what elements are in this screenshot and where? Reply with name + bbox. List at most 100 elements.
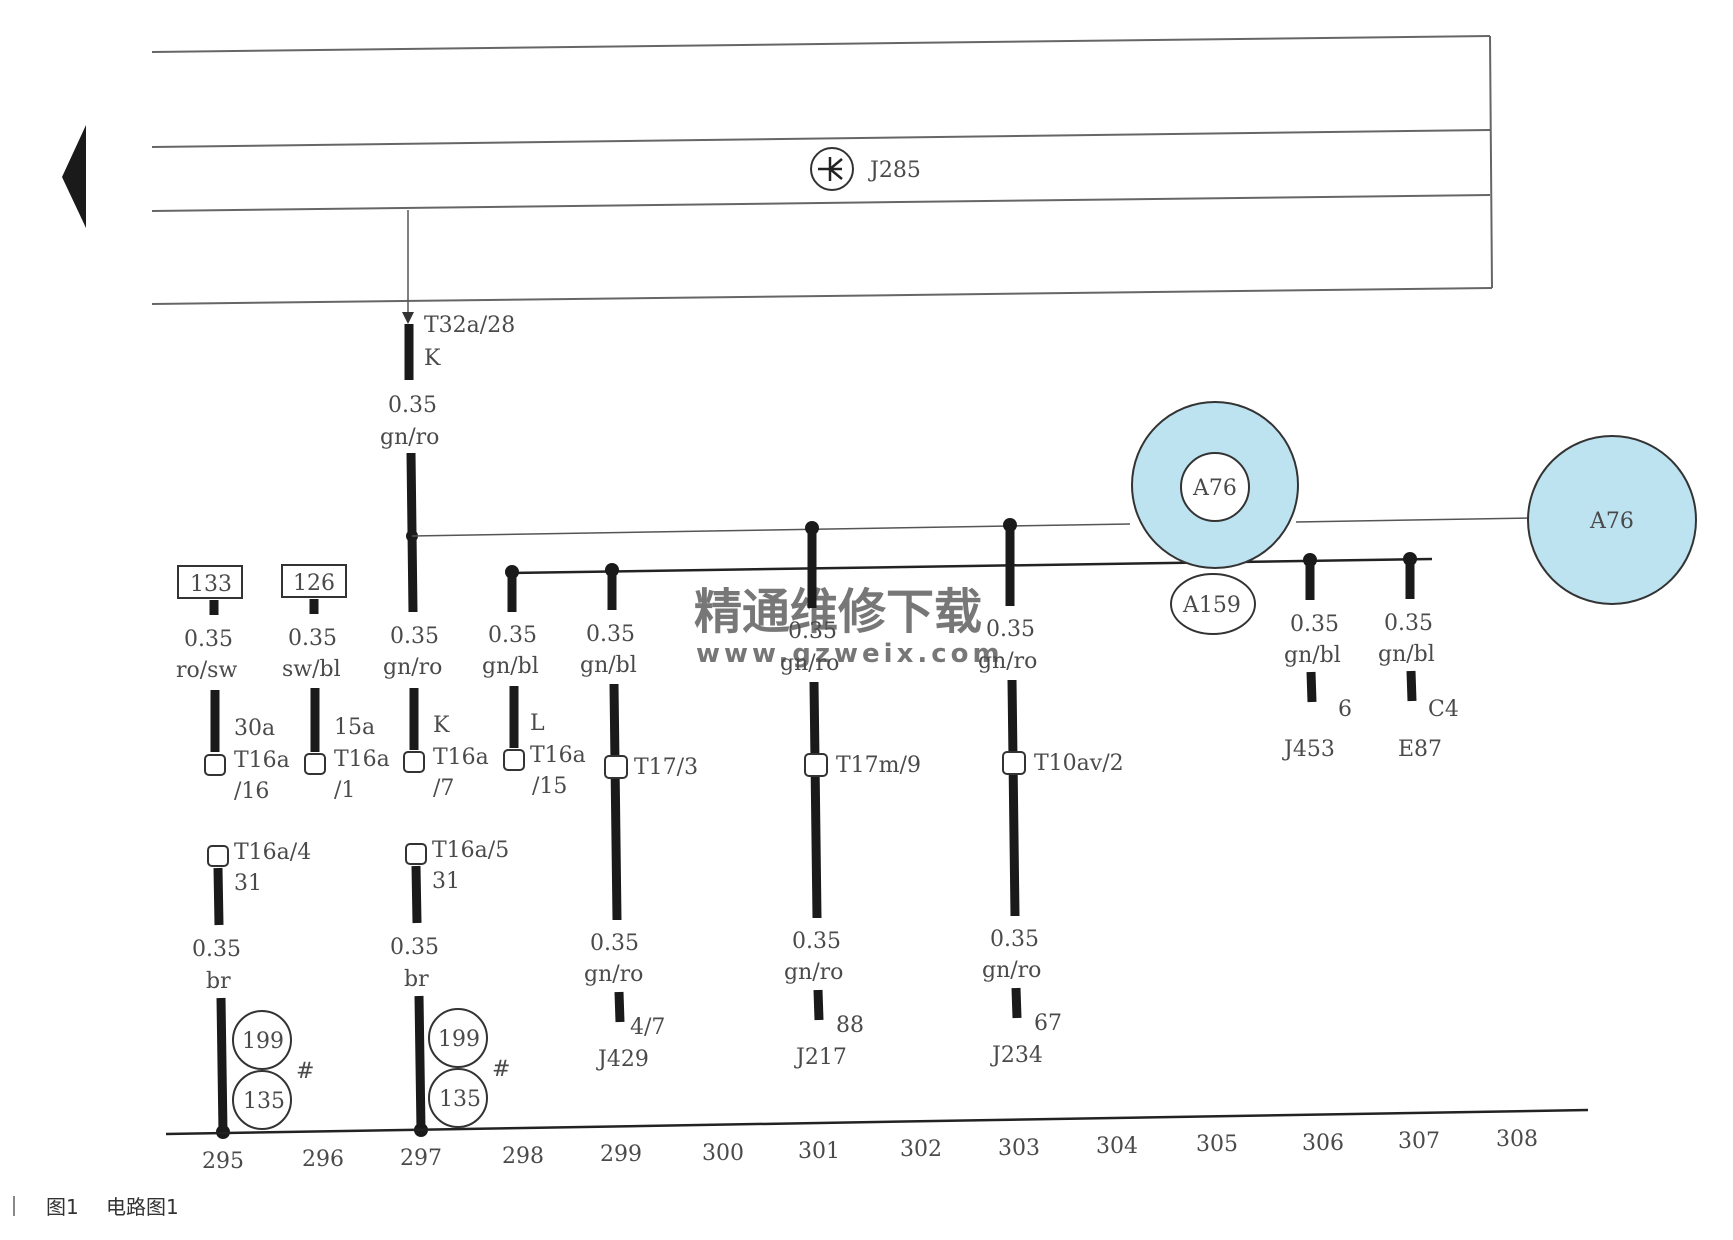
svg-text:/15: /15 (532, 774, 567, 799)
svg-text:298: 298 (502, 1144, 544, 1169)
svg-text:gn/ro: gn/ro (978, 649, 1037, 674)
svg-text:J234: J234 (990, 1043, 1043, 1068)
svg-text:C4: C4 (1428, 697, 1459, 722)
svg-text:31: 31 (432, 869, 460, 894)
svg-text:308: 308 (1496, 1127, 1538, 1152)
svg-text:15a: 15a (334, 715, 375, 740)
svg-text:L: L (530, 711, 545, 736)
svg-text:307: 307 (1398, 1129, 1440, 1154)
svg-text:0.35: 0.35 (586, 622, 635, 647)
svg-text:E87: E87 (1398, 737, 1442, 762)
svg-text:br: br (206, 969, 231, 994)
bus-lines (411, 517, 1531, 579)
svg-text:#: # (296, 1059, 314, 1084)
svg-text:gn/bl: gn/bl (482, 654, 539, 679)
svg-text:135: 135 (243, 1089, 285, 1114)
svg-text:gn/ro: gn/ro (784, 960, 843, 985)
splice-label: A159 (1182, 593, 1241, 618)
wire-297-top: 0.35 gn/ro K T16a /7 (383, 624, 489, 801)
svg-text:0.35: 0.35 (986, 617, 1035, 642)
svg-text:ro/sw: ro/sw (176, 658, 237, 683)
svg-text:T16a/5: T16a/5 (432, 838, 509, 863)
svg-text:/16: /16 (234, 779, 269, 804)
svg-text:302: 302 (900, 1137, 942, 1162)
wire-298-top: 0.35 gn/bl L T16a /15 (482, 572, 586, 799)
fuse-box-133: 133 (177, 565, 243, 615)
svg-text:0.35: 0.35 (488, 623, 537, 648)
svg-text:T16a/4: T16a/4 (234, 840, 311, 865)
svg-text:gn/ro: gn/ro (780, 651, 839, 676)
svg-text:J217: J217 (794, 1045, 847, 1070)
splice-a76-right: A76 (1527, 435, 1697, 605)
svg-text:sw/bl: sw/bl (282, 657, 341, 682)
svg-text:/7: /7 (433, 776, 454, 801)
svg-text:199: 199 (438, 1027, 480, 1052)
svg-text:gn/ro: gn/ro (584, 962, 643, 987)
svg-text:0.35: 0.35 (390, 935, 439, 960)
svg-text:296: 296 (302, 1147, 344, 1172)
wire-303: 0.35 gn/ro T10av/2 0.35 gn/ro 67 J234 (978, 525, 1124, 1068)
svg-text:0.35: 0.35 (390, 624, 439, 649)
caption-fig: 图1 (46, 1195, 79, 1219)
svg-text:0.35: 0.35 (192, 937, 241, 962)
term-label: K (424, 346, 441, 371)
column-numbers: 295 296 297 298 299 300 301 302 303 304 … (202, 1127, 1538, 1174)
svg-text:305: 305 (1196, 1132, 1238, 1157)
svg-text:T16a: T16a (530, 743, 586, 768)
svg-text:T17/3: T17/3 (634, 755, 698, 780)
svg-text:#: # (492, 1057, 510, 1082)
svg-text:135: 135 (439, 1087, 481, 1112)
svg-text:gn/ro: gn/ro (982, 958, 1041, 983)
svg-text:0.35: 0.35 (788, 619, 837, 644)
wire-297-bottom: T16a/5 31 0.35 br 199 135 # (390, 838, 510, 1137)
svg-text:126: 126 (293, 571, 335, 596)
svg-text:/1: /1 (334, 778, 355, 803)
svg-text:299: 299 (600, 1142, 642, 1167)
svg-text:T16a: T16a (334, 747, 390, 772)
wire-color: gn/ro (380, 425, 439, 450)
svg-text:306: 306 (1302, 1131, 1344, 1156)
control-unit-label: J285 (868, 158, 921, 183)
svg-text:31: 31 (234, 871, 262, 896)
wire-t32a-28: T32a/28 K 0.35 gn/ro (380, 210, 515, 613)
splice-label: A76 (1192, 476, 1237, 501)
svg-text:0.35: 0.35 (288, 626, 337, 651)
splice-a159: A159 (1170, 573, 1256, 635)
svg-text:gn/bl: gn/bl (1378, 642, 1435, 667)
wire-size: 0.35 (388, 393, 437, 418)
control-unit-j285: J285 (151, 35, 1493, 305)
figure-caption: 图1 电路图1 (13, 1195, 179, 1219)
svg-text:67: 67 (1034, 1011, 1062, 1036)
svg-text:T16a: T16a (433, 745, 489, 770)
wire-299: 0.35 gn/bl T17/3 0.35 gn/ro 4/7 J429 (580, 570, 698, 1072)
svg-text:303: 303 (998, 1136, 1040, 1161)
svg-text:88: 88 (836, 1013, 864, 1038)
svg-text:T17m/9: T17m/9 (836, 753, 921, 778)
svg-text:gn/bl: gn/bl (1284, 643, 1341, 668)
watermark-text: 精通维修下载 (694, 584, 982, 640)
svg-text:gn/ro: gn/ro (383, 655, 442, 680)
svg-text:K: K (433, 713, 450, 738)
svg-text:0.35: 0.35 (1290, 612, 1339, 637)
svg-text:297: 297 (400, 1146, 442, 1171)
svg-text:199: 199 (242, 1029, 284, 1054)
wire-295-top: 0.35 ro/sw 30a T16a /16 (176, 627, 290, 804)
wire-296-top: 0.35 sw/bl 15a T16a /1 (282, 626, 390, 803)
svg-text:301: 301 (798, 1139, 840, 1164)
svg-text:0.35: 0.35 (1384, 611, 1433, 636)
svg-text:br: br (404, 967, 429, 992)
caption-title: 电路图1 (106, 1195, 179, 1219)
pin-label: T32a/28 (424, 313, 515, 338)
svg-text:30a: 30a (234, 716, 275, 741)
svg-text:0.35: 0.35 (792, 929, 841, 954)
svg-text:304: 304 (1096, 1134, 1138, 1159)
wire-307: 0.35 gn/bl C4 E87 (1378, 559, 1459, 762)
wire-301: 0.35 gn/ro T17m/9 0.35 gn/ro 88 J217 (780, 528, 921, 1070)
svg-text:6: 6 (1338, 697, 1352, 722)
ground-line (165, 1108, 1589, 1136)
svg-text:300: 300 (702, 1141, 744, 1166)
watermark-url: www.gzweix.com (696, 639, 1004, 669)
svg-text:J429: J429 (596, 1047, 649, 1072)
left-arrow-icon (62, 125, 86, 228)
